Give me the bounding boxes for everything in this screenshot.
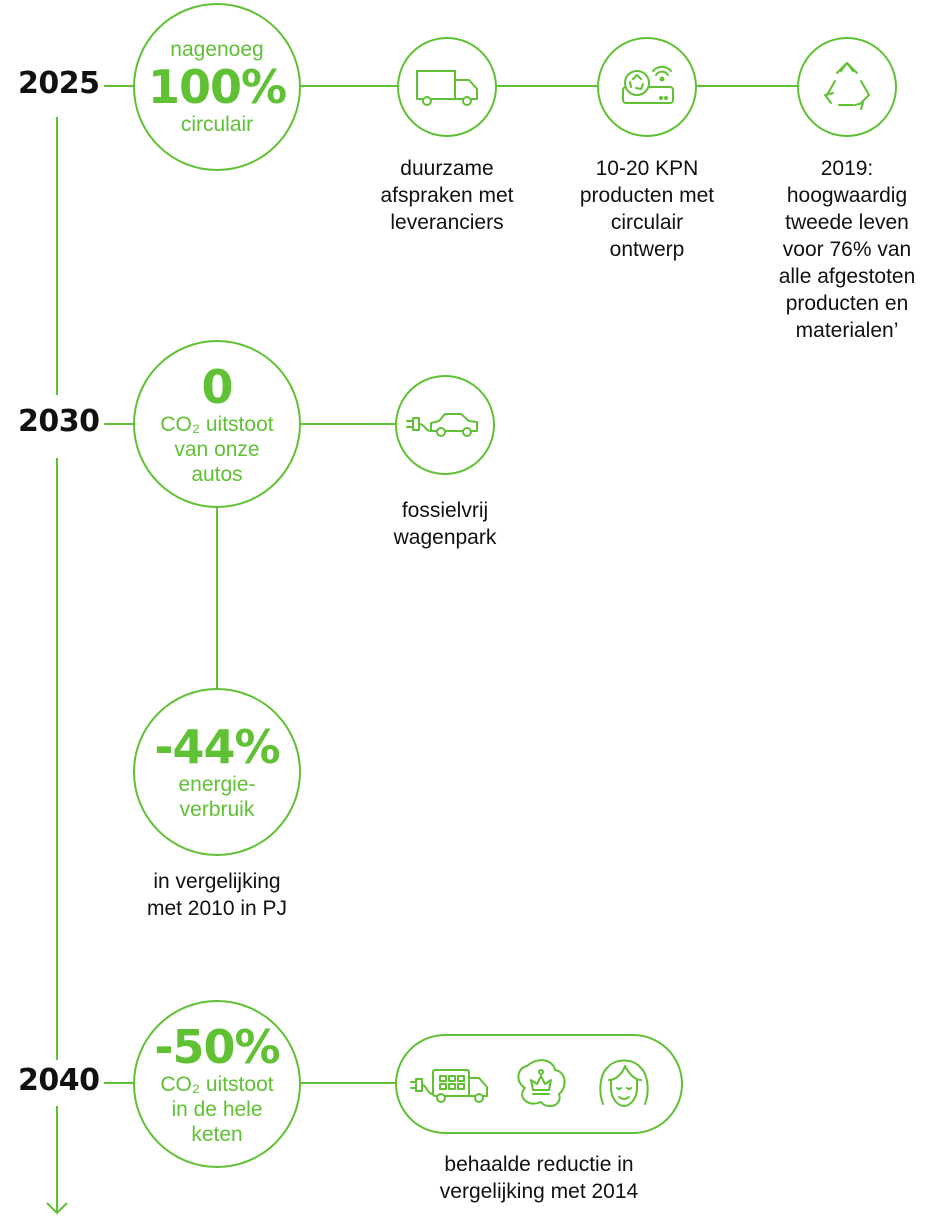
target-circle-2040: -50% CO₂ uitstoot in de hele keten — [133, 1000, 301, 1168]
target-label-line: van onze — [174, 437, 260, 461]
energy-target-circle: -44% energie- verbruik — [133, 688, 301, 856]
caption-line: fossielvrij — [401, 499, 489, 522]
woman-face-icon — [599, 1059, 649, 1107]
caption-line: producten en — [785, 292, 909, 315]
caption-line: producten met — [579, 184, 715, 207]
caption-line: vergelijking met 2014 — [439, 1180, 639, 1203]
target-label-line: verbruik — [179, 798, 255, 821]
electric-truck-icon — [410, 1069, 488, 1103]
target-value: 100% — [147, 60, 287, 114]
caption-line: afspraken met — [380, 184, 514, 207]
supplier-caption: duurzame afspraken met leveranciers — [347, 155, 547, 236]
fleet-caption: fossielvrij wagenpark — [345, 497, 545, 551]
target-circle-2030: 0 CO₂ uitstoot van onze autos — [133, 340, 301, 508]
year-2025-label: 2025 — [18, 66, 100, 101]
caption-line: 2019: — [820, 157, 874, 180]
caption-line: in vergelijking — [153, 870, 281, 893]
chain-icons-pill — [395, 1034, 683, 1134]
year-2030-label: 2030 — [18, 404, 100, 439]
caption-line: behaalde reductie in — [444, 1153, 634, 1176]
target-prefix: nagenoeg — [170, 38, 264, 61]
caption-line: duurzame — [400, 157, 494, 180]
year-2040-label: 2040 — [18, 1063, 100, 1098]
recycle-router-icon — [622, 65, 674, 104]
royal-crown-icon — [517, 1059, 566, 1108]
target-value: 0 — [201, 359, 233, 414]
target-label-line: autos — [191, 462, 243, 486]
caption-line: circulair — [610, 211, 684, 234]
caption-line: ontwerp — [609, 238, 685, 261]
target-value: -50% — [154, 1019, 280, 1074]
target-label-line: keten — [191, 1122, 243, 1146]
second-life-icon-circle — [797, 37, 897, 137]
fleet-icon-circle — [395, 375, 495, 475]
circular-products-icon-circle — [597, 37, 697, 137]
target-value: -44% — [154, 720, 280, 774]
target-circle-2025: nagenoeg 100% circulair — [133, 3, 301, 171]
caption-line: alle afgestoten — [778, 265, 916, 288]
caption-line: tweede leven — [785, 211, 909, 234]
second-life-caption: 2019: hoogwaardig tweede leven voor 76% … — [757, 155, 937, 344]
caption-line: met 2010 in PJ — [146, 897, 288, 920]
target-label-line: CO₂ uitstoot — [160, 412, 274, 436]
caption-line: hoogwaardig — [786, 184, 908, 207]
caption-line: 10-20 KPN — [595, 157, 699, 180]
recycle-icon — [824, 62, 870, 110]
timeline-arrow-icon — [46, 1202, 68, 1215]
caption-line: materialen’ — [795, 319, 899, 342]
chain-caption: behaalde reductie in vergelijking met 20… — [389, 1151, 689, 1205]
electric-car-icon — [406, 413, 478, 437]
caption-line: wagenpark — [393, 526, 497, 549]
target-label-line: energie- — [178, 773, 256, 796]
supplier-icon-circle — [397, 37, 497, 137]
circular-products-caption: 10-20 KPN producten met circulair ontwer… — [547, 155, 747, 263]
energy-caption: in vergelijking met 2010 in PJ — [117, 868, 317, 922]
target-label-line: in de hele — [171, 1097, 263, 1121]
caption-line: voor 76% van — [782, 238, 912, 261]
truck-icon — [416, 70, 478, 106]
target-label-line: CO₂ uitstoot — [160, 1072, 274, 1096]
caption-line: leveranciers — [390, 211, 504, 234]
target-label: circulair — [180, 113, 254, 136]
